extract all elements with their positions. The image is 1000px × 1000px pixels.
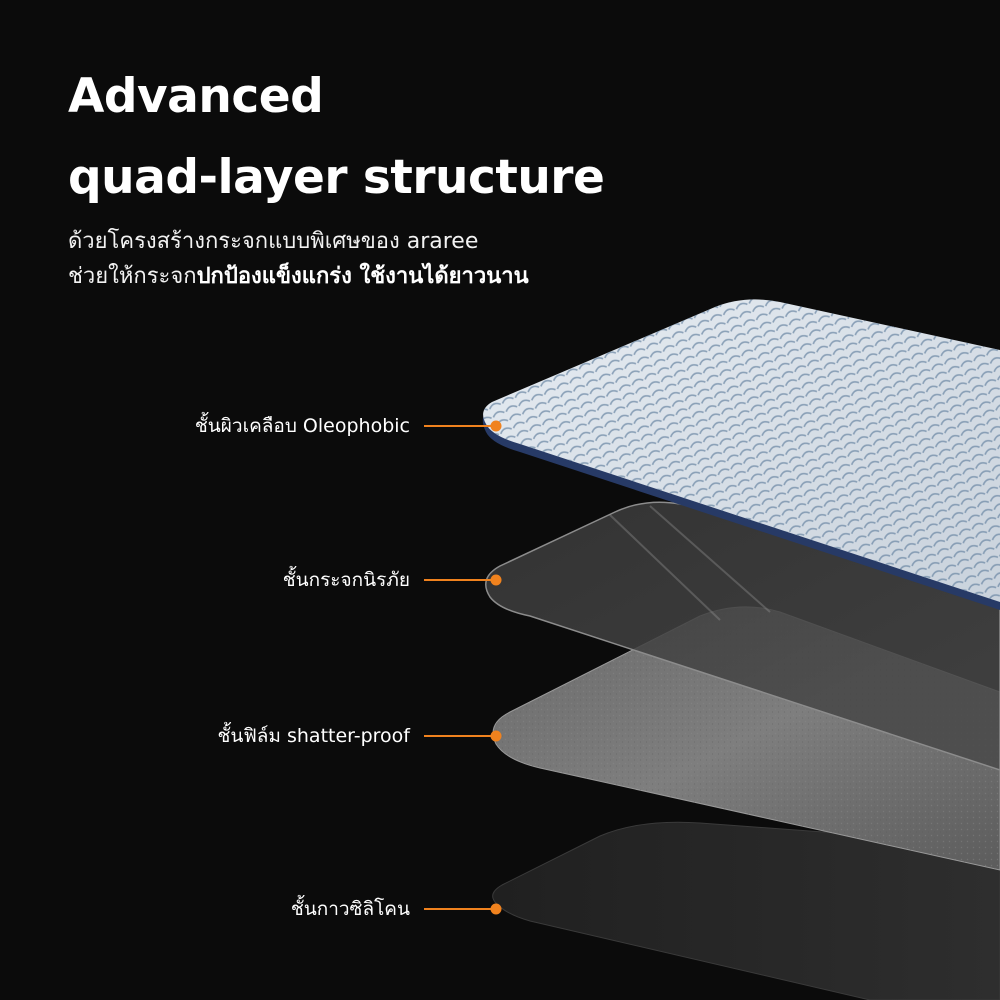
subtitle-line-2-regular: ช่วยให้กระจก xyxy=(68,264,197,289)
glass-layer xyxy=(485,501,1000,771)
subtitle-line-2: ช่วยให้กระจกปกป้องแข็งแกร่ง ใช้งานได้ยาว… xyxy=(68,259,529,294)
subtitle-line-2-bold: ปกป้องแข็งแกร่ง ใช้งานได้ยาวนาน xyxy=(196,264,529,289)
marker-dot-film xyxy=(490,730,502,742)
leader-line-adhesive xyxy=(424,908,496,910)
leader-line-glass xyxy=(424,579,496,581)
adhesive-layer xyxy=(492,821,1000,1000)
layer-label-film: ชั้นฟิล์ม shatter-proof xyxy=(217,725,410,747)
marker-dot-glass xyxy=(490,574,502,586)
coating-texture xyxy=(483,299,1000,602)
glass-reflection xyxy=(609,505,771,621)
layer-label-oleophobic: ชั้นผิวเคลือบ Oleophobic xyxy=(194,415,410,437)
leader-line-film xyxy=(424,735,496,737)
subtitle: ด้วยโครงสร้างกระจกแบบพิเศษของ araree ช่ว… xyxy=(68,224,529,294)
title-line-1: Advanced xyxy=(68,69,324,124)
title-line-2: quad-layer structure xyxy=(68,150,605,205)
marker-dot-adhesive xyxy=(490,903,502,915)
marker-dot-oleophobic xyxy=(490,420,502,432)
layer-label-glass: ชั้นกระจกนิรภัย xyxy=(282,569,410,591)
layer-label-adhesive: ชั้นกาวซิลิโคน xyxy=(290,898,410,920)
leader-line-oleophobic xyxy=(424,425,496,427)
subtitle-line-1: ด้วยโครงสร้างกระจกแบบพิเศษของ araree xyxy=(68,229,479,254)
page-title: Advanced quad-layer structure xyxy=(68,56,605,218)
